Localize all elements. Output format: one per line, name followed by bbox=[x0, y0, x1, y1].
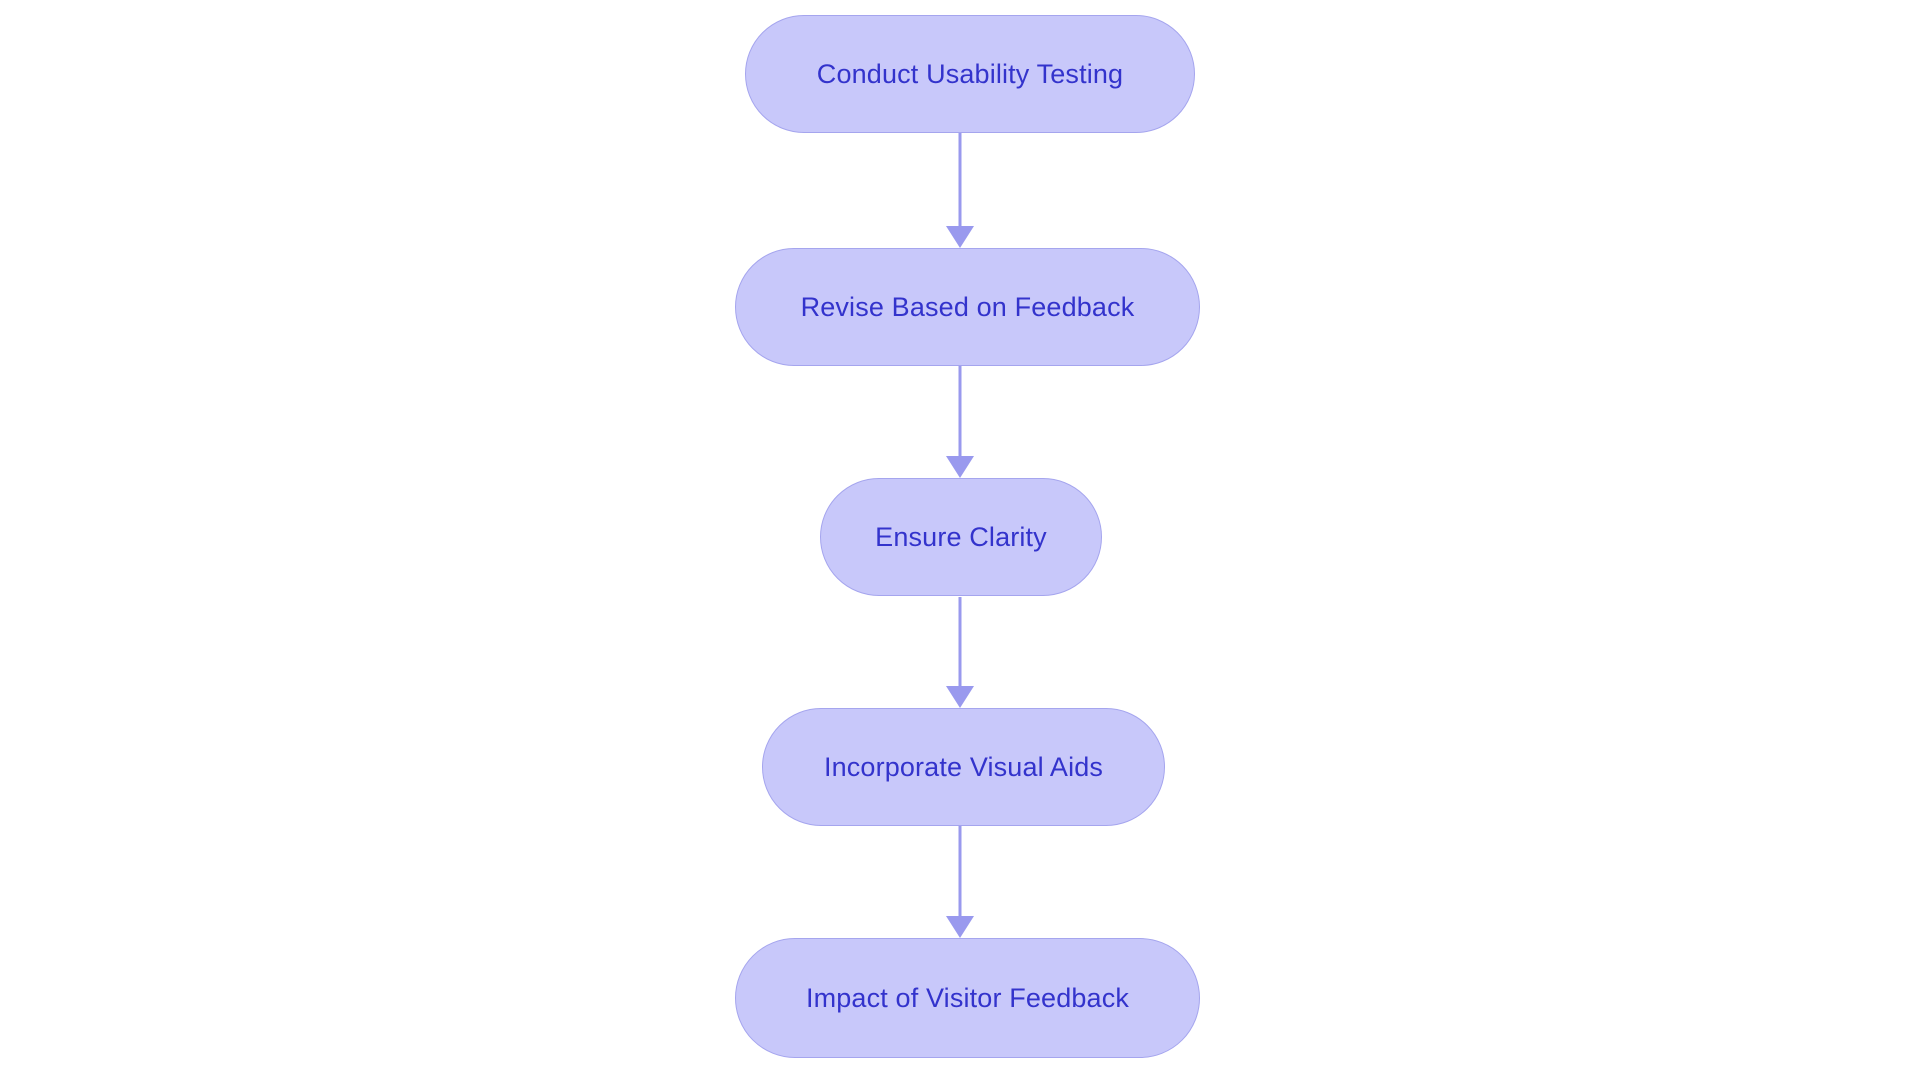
flow-arrow-2 bbox=[946, 366, 974, 478]
flow-node-impact-of-visitor-feedback[interactable]: Impact of Visitor Feedback bbox=[735, 938, 1200, 1058]
flow-node-label: Revise Based on Feedback bbox=[800, 291, 1135, 322]
flow-node-incorporate-visual-aids[interactable]: Incorporate Visual Aids bbox=[762, 708, 1165, 826]
flow-node-label: Ensure Clarity bbox=[875, 521, 1047, 552]
flow-node-label: Impact of Visitor Feedback bbox=[805, 982, 1130, 1013]
flow-node-ensure-clarity[interactable]: Ensure Clarity bbox=[820, 478, 1102, 596]
flow-arrow-1 bbox=[946, 133, 974, 248]
flow-arrow-4 bbox=[946, 826, 974, 938]
flow-arrow-3 bbox=[946, 597, 974, 708]
flow-node-revise-based-on-feedback[interactable]: Revise Based on Feedback bbox=[735, 248, 1200, 366]
flow-node-label: Incorporate Visual Aids bbox=[823, 751, 1104, 782]
flow-node-label: Conduct Usability Testing bbox=[816, 58, 1124, 89]
flow-node-conduct-usability-testing[interactable]: Conduct Usability Testing bbox=[745, 15, 1195, 133]
